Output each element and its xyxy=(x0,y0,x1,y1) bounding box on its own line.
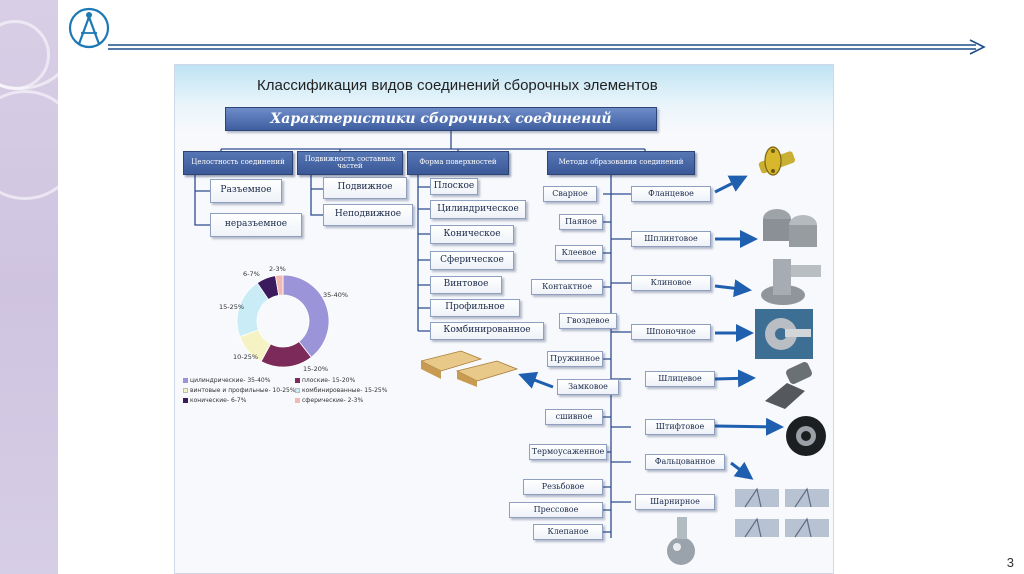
slice-label: 2-3% xyxy=(269,265,286,273)
category-mobility: Подвижность составных частей xyxy=(297,151,403,175)
slice-label: 15-25% xyxy=(219,303,245,311)
method-item: Термоусаженное xyxy=(529,444,607,460)
cotter-pin-joint-image xyxy=(763,209,817,247)
main-heading: Характеристики сборочных соединений xyxy=(225,107,657,131)
method-item: Фланцевое xyxy=(631,186,711,202)
surface-item: Плоское xyxy=(430,178,478,195)
integrity-item: Разъемное xyxy=(210,179,282,203)
surface-item: Цилиндрическое xyxy=(430,200,526,219)
method-item: Прессовое xyxy=(509,502,603,518)
method-item: Клепаное xyxy=(533,524,603,540)
legend-entry: комбинированные- 15-25% xyxy=(302,387,388,394)
legend-entry: винтовые и профильные- 10-25% xyxy=(190,387,296,394)
classification-panel: Классификация видов соединений сборочных… xyxy=(174,64,834,574)
method-item: Фальцованное xyxy=(645,454,725,470)
surface-item: Винтовое xyxy=(430,276,502,294)
key-joint-image xyxy=(755,309,813,359)
seam-joint-profiles-image xyxy=(735,487,829,538)
method-item: Замковое xyxy=(557,379,619,395)
method-item: Шплинтовое xyxy=(631,231,711,247)
method-item: Шпоночное xyxy=(631,324,711,340)
decorative-side-band xyxy=(0,0,58,574)
category-integrity: Целостность соединений xyxy=(183,151,293,175)
mobility-item: Подвижное xyxy=(323,177,407,199)
surface-item: Комбинированное xyxy=(430,322,544,340)
pin-joint-image xyxy=(786,416,826,456)
slice-label: 6-7% xyxy=(243,270,260,278)
method-item: Клеевое xyxy=(555,245,603,261)
method-item: Паяное xyxy=(559,214,603,230)
method-item: Резьбовое xyxy=(523,479,603,495)
donut-slice-1 xyxy=(282,274,330,358)
mobility-item: Неподвижное xyxy=(323,204,413,226)
category-joining-methods: Методы образования соединений xyxy=(547,151,695,175)
slice-label: 15-20% xyxy=(303,365,329,373)
wedge-joint-image xyxy=(761,259,821,305)
donut-slice-6 xyxy=(274,274,284,296)
method-item: Пружинное xyxy=(547,351,603,367)
flange-joint-image xyxy=(758,146,796,176)
hinge-joint-image xyxy=(667,517,695,565)
slice-label: 35-40% xyxy=(323,291,349,299)
method-item: Клиновое xyxy=(631,275,711,291)
slice-label: 10-25% xyxy=(233,353,259,361)
category-surface-shape: Форма поверхностей xyxy=(407,151,509,175)
integrity-item: неразъемное xyxy=(210,213,302,237)
surface-shape-donut-chart xyxy=(236,274,330,368)
surface-item: Профильное xyxy=(430,299,520,317)
method-item: Шарнирное xyxy=(635,494,715,510)
slide-number: 3 xyxy=(1006,555,1014,570)
method-item: Сварное xyxy=(543,186,597,202)
method-item: Шлицевое xyxy=(645,371,715,387)
compass-logo-icon xyxy=(68,7,110,49)
legend-entry: цилиндрические- 35-40% xyxy=(190,377,271,384)
surface-item: Коническое xyxy=(430,225,514,244)
panel-title: Классификация видов соединений сборочных… xyxy=(257,77,658,94)
header-arrow-decoration xyxy=(108,39,986,55)
method-item: сшивное xyxy=(545,409,603,425)
method-item: Штифтовое xyxy=(645,419,715,435)
legend-entry: сферические- 2-3% xyxy=(302,397,364,404)
surface-item: Сферическое xyxy=(430,251,514,270)
spline-joint-image xyxy=(765,361,812,409)
method-item: Контактное xyxy=(531,279,603,295)
legend-entry: плоские- 15-20% xyxy=(302,377,356,384)
method-item: Гвоздевое xyxy=(559,313,617,329)
legend-entry: конические- 6-7% xyxy=(190,397,247,404)
lock-joint-planks-image xyxy=(421,350,519,387)
